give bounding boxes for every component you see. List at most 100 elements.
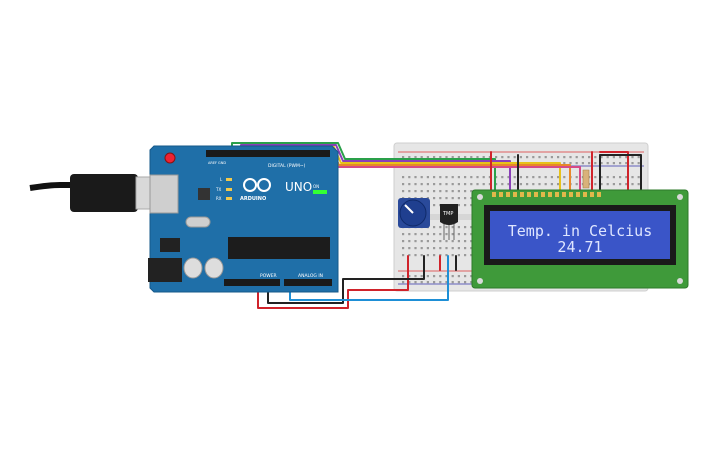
breadboard-hole bbox=[439, 226, 442, 229]
breadboard-hole bbox=[563, 183, 566, 186]
breadboard-hole bbox=[402, 183, 405, 186]
breadboard-hole bbox=[513, 183, 516, 186]
reset-button[interactable] bbox=[164, 152, 176, 164]
breadboard-hole bbox=[402, 233, 405, 236]
breadboard-hole bbox=[433, 240, 436, 243]
breadboard-hole bbox=[464, 254, 467, 257]
breadboard-hole bbox=[544, 176, 547, 179]
breadboard-hole bbox=[457, 156, 460, 159]
breadboard-hole bbox=[414, 240, 417, 243]
breadboard-hole bbox=[426, 247, 429, 250]
lcd-pin bbox=[541, 192, 545, 197]
breadboard-hole bbox=[402, 254, 405, 257]
aref-label: AREF bbox=[208, 161, 217, 165]
breadboard-hole bbox=[457, 226, 460, 229]
breadboard-hole bbox=[457, 233, 460, 236]
breadboard-hole bbox=[470, 275, 473, 278]
potentiometer[interactable] bbox=[398, 198, 430, 228]
breadboard-hole bbox=[439, 233, 442, 236]
breadboard-hole bbox=[426, 176, 429, 179]
breadboard-hole bbox=[606, 183, 609, 186]
breadboard-hole bbox=[575, 176, 578, 179]
breadboard-hole bbox=[612, 183, 615, 186]
lcd-pin bbox=[555, 192, 559, 197]
breadboard-hole bbox=[625, 156, 628, 159]
breadboard-hole bbox=[482, 176, 485, 179]
temperature-sensor: TMP bbox=[440, 204, 458, 240]
lcd-display: Temp. in Celcius 24.71 bbox=[471, 189, 689, 289]
breadboard-hole bbox=[619, 162, 622, 165]
breadboard-hole bbox=[445, 275, 448, 278]
breadboard-hole bbox=[507, 176, 510, 179]
breadboard-hole bbox=[464, 281, 467, 284]
breadboard-hole bbox=[426, 183, 429, 186]
wire-black-gnd bbox=[267, 255, 425, 304]
breadboard-hole bbox=[470, 183, 473, 186]
breadboard-hole bbox=[519, 183, 522, 186]
breadboard-hole bbox=[631, 162, 634, 165]
breadboard-hole bbox=[414, 156, 417, 159]
breadboard-hole bbox=[532, 156, 535, 159]
breadboard-hole bbox=[495, 183, 498, 186]
breadboard-hole bbox=[433, 183, 436, 186]
breadboard-hole bbox=[439, 247, 442, 250]
breadboard-hole bbox=[482, 183, 485, 186]
power-header-label: POWER bbox=[260, 273, 277, 279]
breadboard-hole bbox=[451, 197, 454, 200]
breadboard-hole bbox=[470, 281, 473, 284]
lcd-pin bbox=[569, 192, 573, 197]
breadboard-hole bbox=[433, 190, 436, 193]
breadboard-hole bbox=[445, 183, 448, 186]
breadboard-hole bbox=[470, 240, 473, 243]
breadboard-hole bbox=[600, 176, 603, 179]
capacitor-1 bbox=[183, 257, 203, 279]
lcd-pin bbox=[527, 192, 531, 197]
analog-header bbox=[284, 279, 332, 286]
on-label: ON bbox=[313, 184, 319, 189]
breadboard-hole bbox=[569, 156, 572, 159]
breadboard-hole bbox=[470, 226, 473, 229]
breadboard-hole bbox=[451, 281, 454, 284]
breadboard-hole bbox=[426, 275, 429, 278]
atmega-chip bbox=[228, 237, 330, 259]
breadboard-hole bbox=[557, 183, 560, 186]
breadboard-hole bbox=[402, 176, 405, 179]
breadboard-hole bbox=[600, 162, 603, 165]
breadboard-hole bbox=[420, 176, 423, 179]
breadboard-hole bbox=[532, 176, 535, 179]
breadboard-hole bbox=[451, 176, 454, 179]
analog-header-label: ANALOG IN bbox=[298, 273, 323, 279]
breadboard-hole bbox=[420, 183, 423, 186]
lcd-line-1: Temp. in Celcius bbox=[508, 222, 653, 240]
breadboard-hole bbox=[544, 183, 547, 186]
lcd-pin bbox=[590, 192, 594, 197]
breadboard-hole bbox=[569, 162, 572, 165]
breadboard-hole bbox=[402, 190, 405, 193]
breadboard-hole bbox=[445, 281, 448, 284]
potentiometer-indicator bbox=[404, 204, 414, 214]
usb-cable bbox=[29, 174, 159, 212]
power-jack bbox=[148, 258, 182, 282]
breadboard-hole bbox=[519, 156, 522, 159]
breadboard-hole bbox=[619, 156, 622, 159]
breadboard-hole bbox=[402, 156, 405, 159]
breadboard-hole bbox=[445, 240, 448, 243]
breadboard-hole bbox=[433, 247, 436, 250]
breadboard-hole bbox=[426, 197, 429, 200]
arduino-uno-board: UNO ARDUINO DIGITAL (PWM~) POWER ANALOG … bbox=[148, 145, 339, 293]
breadboard-hole bbox=[470, 247, 473, 250]
on-led bbox=[313, 190, 327, 194]
breadboard-hole bbox=[476, 176, 479, 179]
breadboard-hole bbox=[451, 233, 454, 236]
breadboard-hole bbox=[464, 275, 467, 278]
breadboard-hole bbox=[464, 156, 467, 159]
breadboard-hole bbox=[637, 162, 640, 165]
breadboard-hole bbox=[637, 183, 640, 186]
breadboard-hole bbox=[414, 233, 417, 236]
breadboard-hole bbox=[581, 156, 584, 159]
breadboard-hole bbox=[464, 233, 467, 236]
breadboard-hole bbox=[457, 240, 460, 243]
breadboard-hole bbox=[457, 247, 460, 250]
breadboard-hole bbox=[464, 247, 467, 250]
model-label: UNO bbox=[285, 180, 312, 194]
